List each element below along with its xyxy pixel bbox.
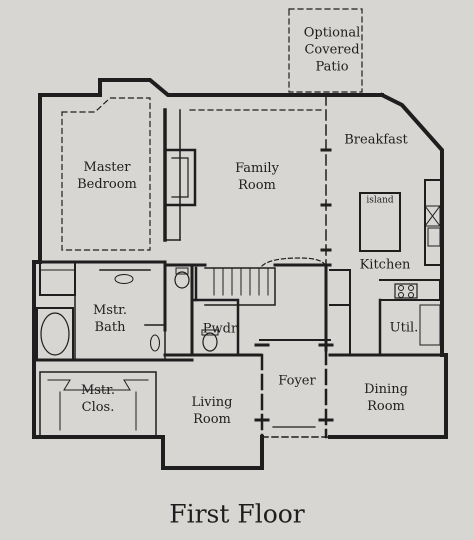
patio-outline [288, 8, 363, 93]
exterior-wall-west [32, 260, 264, 470]
bath-sink-1 [114, 274, 134, 284]
room-label-island: island [366, 195, 394, 206]
kitchen-sink [427, 227, 441, 247]
room-label-breakfast: Breakfast [344, 132, 408, 148]
master-bedroom-tray [61, 97, 151, 251]
exterior-wall-breakfast-bay [379, 92, 444, 180]
fireplace [163, 148, 197, 207]
powder-toilet [202, 332, 218, 352]
room-label-optional-covered-patio: Optional Covered Patio [303, 25, 361, 75]
master-tub [36, 307, 74, 361]
room-label-family-room: Family Room [235, 161, 279, 193]
room-label-dining-room: Dining Room [364, 382, 408, 414]
room-label-kitchen: Kitchen [359, 257, 411, 273]
refrigerator [424, 205, 441, 227]
room-label-mstr-bath: Mstr. Bath [92, 303, 128, 335]
master-closet [39, 371, 157, 437]
cooktop [394, 283, 418, 299]
room-label-mstr-clos: Mstr. Clos. [80, 383, 116, 415]
kitchen-counter-south [379, 279, 441, 301]
exterior-wall-east-lower [328, 353, 448, 439]
bath-vanity [99, 269, 166, 361]
stair [204, 267, 276, 306]
master-bath-walls [39, 261, 76, 296]
powder-toilet-2 [174, 271, 190, 289]
room-label-foyer: Foyer [278, 373, 316, 389]
room-label-living-room: Living Room [191, 395, 233, 427]
room-label-master-bedroom: Master Bedroom [77, 160, 137, 192]
floor-title: First Floor [169, 499, 305, 529]
stair-rail [261, 257, 327, 267]
pantry [329, 269, 351, 306]
powder-room [190, 298, 240, 357]
exterior-wall-master-bay [38, 78, 190, 97]
kitchen-island [359, 192, 401, 252]
bath-sink-2 [150, 334, 160, 352]
room-label-pwdr: Pwdr [202, 321, 238, 337]
room-label-util: Util. [389, 320, 419, 336]
